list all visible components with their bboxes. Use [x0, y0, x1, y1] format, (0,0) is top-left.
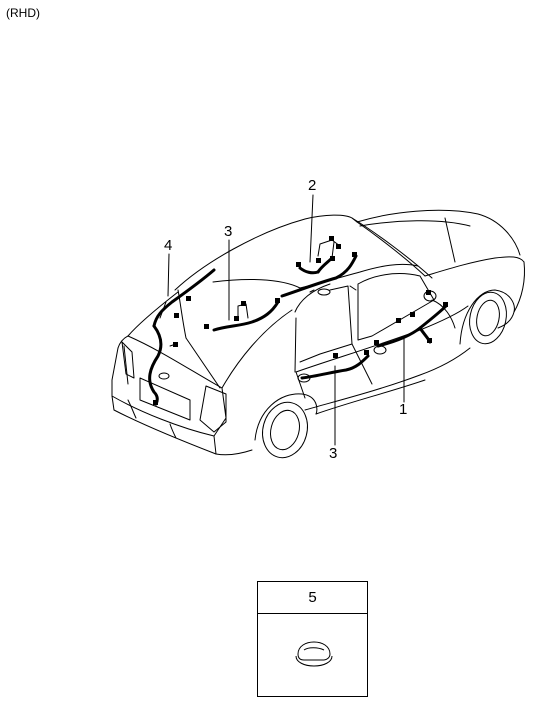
- callout-2: 2: [308, 177, 317, 194]
- grommet-icon: [295, 641, 333, 667]
- harness-3-top: [212, 300, 280, 332]
- part-5-illustration: [258, 614, 367, 696]
- callout-1: 1: [399, 401, 408, 418]
- callout-3-bottom: 3: [329, 445, 338, 462]
- part-5-number: 5: [258, 582, 367, 614]
- variant-label: (RHD): [6, 6, 40, 20]
- part-5-box: 5: [257, 581, 368, 697]
- car-body-outline: [111, 209, 525, 459]
- callout-3-top: 3: [224, 223, 233, 240]
- harness-3-bottom: [300, 354, 370, 380]
- connectors: [153, 236, 448, 405]
- callout-4: 4: [164, 237, 173, 254]
- leader-lines: [167, 194, 405, 446]
- harness-4: [148, 268, 216, 406]
